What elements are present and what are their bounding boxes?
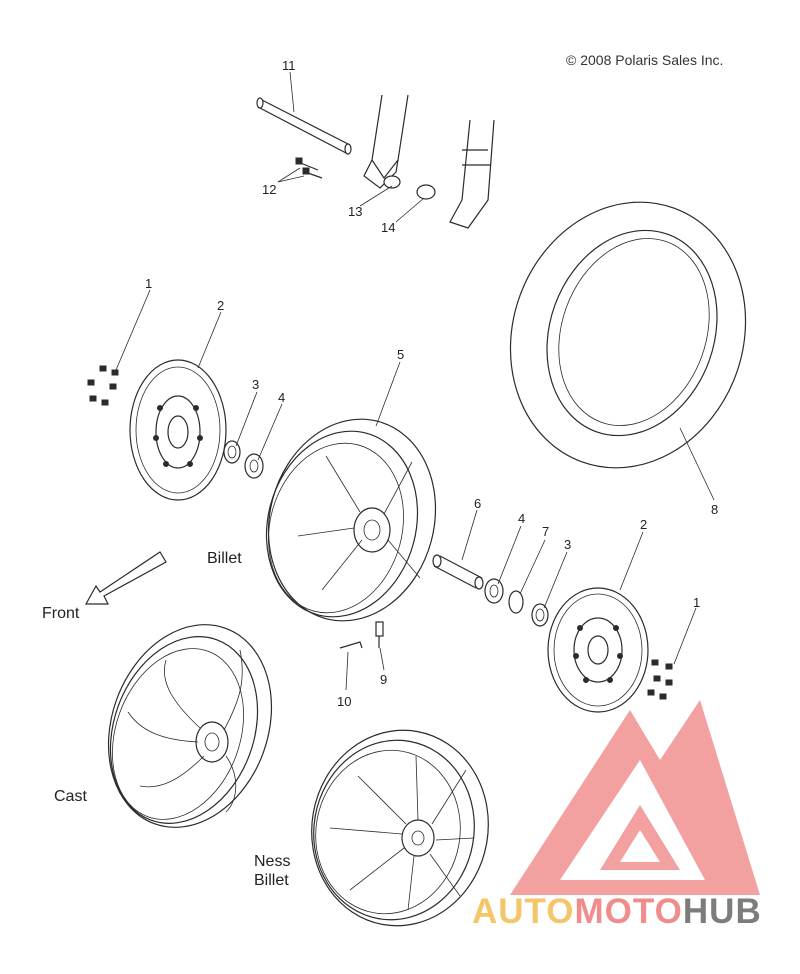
axle-spacer [432,554,484,590]
callout-1-left: 1 [145,276,153,291]
callout-2-left: 2 [217,298,225,313]
balance-weight [339,641,363,649]
watermark-moto: MOTO [574,892,683,931]
valve-stem [375,621,384,648]
label-billet: Billet [207,550,242,567]
callout-1-right: 1 [693,595,701,610]
callout-4-left: 4 [278,390,286,405]
watermark-text: AUTOMOTOHUB [472,892,762,932]
callout-12: 12 [262,182,277,197]
callout-8: 8 [711,502,719,517]
callout-7: 7 [542,524,550,539]
label-front: Front [42,605,80,622]
left-rotor-bolts [87,365,119,406]
watermark-logo [510,700,760,895]
front-axle [256,97,352,155]
left-bearings [223,440,264,479]
pinch-bolts [295,157,323,179]
callout-14: 14 [381,220,396,235]
left-brake-rotor [129,359,227,501]
right-fork-leg [416,119,495,229]
callout-3-right: 3 [564,537,572,552]
callout-2-right: 2 [640,517,648,532]
ness-billet-wheel [311,729,489,927]
callout-3-left: 3 [252,377,260,392]
callout-5: 5 [397,347,405,362]
cast-wheel [107,624,273,828]
label-ness-line1: Ness [254,853,291,870]
label-ness-line2: Billet [254,872,289,889]
label-cast: Cast [54,788,87,805]
right-rotor-bolts [647,659,673,700]
callout-13: 13 [348,204,363,219]
callout-9: 9 [380,672,388,687]
callout-6: 6 [474,496,482,511]
callout-4-right: 4 [518,511,526,526]
copyright-text: © 2008 Polaris Sales Inc. [566,52,724,68]
callout-10: 10 [337,694,352,709]
watermark-hub: HUB [682,892,762,931]
leader-lines [115,71,715,691]
billet-wheel [265,418,437,622]
watermark-auto: AUTO [472,892,575,931]
callout-11: 11 [282,58,296,73]
left-fork-leg [363,94,409,189]
right-bearings [484,578,549,627]
right-brake-rotor [547,587,649,713]
tire [509,201,747,469]
front-arrow-icon [84,551,167,605]
